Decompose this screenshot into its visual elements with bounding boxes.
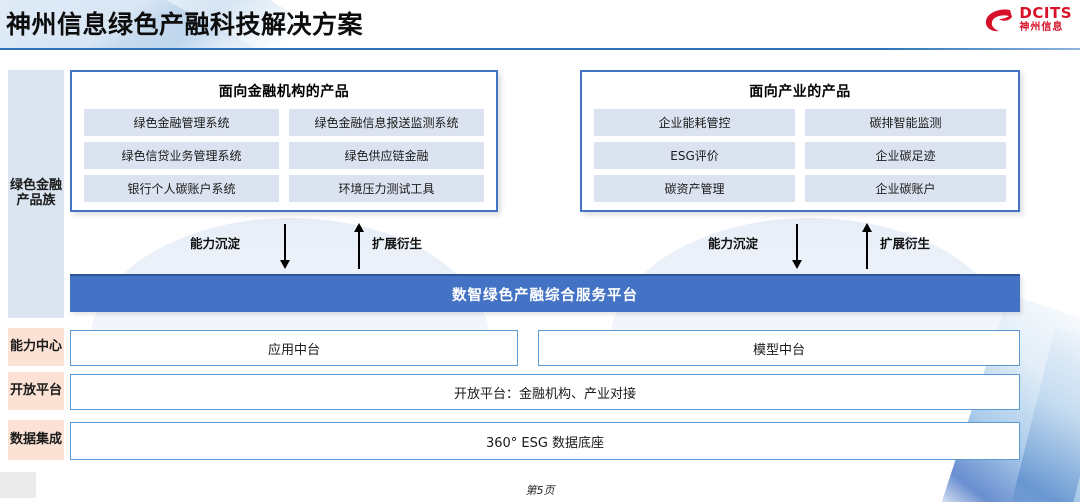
product-item[interactable]: 碳排智能监测 <box>805 109 1006 136</box>
product-item[interactable]: 环境压力测试工具 <box>289 175 484 202</box>
logo-text-en: DCITS <box>1019 4 1072 22</box>
ability-box-label: 模型中台 <box>752 342 805 358</box>
flow-label-capability-precipitation: 能力沉淀 <box>190 236 241 251</box>
arrow-head-down <box>280 260 290 269</box>
page-number: 第5页 <box>525 484 555 497</box>
flow-arrows-left: 能力沉淀 扩展衍生 <box>180 222 422 274</box>
sidebar-item-open-platform[interactable]: 开放平台 <box>8 372 64 410</box>
data-base-box[interactable]: 360° ESG 数据底座 <box>70 422 1020 460</box>
arrow-head-up <box>862 223 872 232</box>
panel-item-grid: 绿色金融管理系统 绿色金融信息报送监测系统 绿色信贷业务管理系统 绿色供应链金融… <box>72 101 496 202</box>
sidebar-item-label: 数据集成 <box>9 431 62 447</box>
flow-label-capability-precipitation: 能力沉淀 <box>708 236 759 251</box>
flow-arrows-right: 能力沉淀 扩展衍生 <box>700 222 930 274</box>
data-base-label: 360° ESG 数据底座 <box>485 435 605 451</box>
sidebar-item-label: 绿色金融产品族 <box>9 178 62 208</box>
sidebar-item-label: 开放平台 <box>9 382 62 398</box>
product-item[interactable]: 企业能耗管控 <box>594 109 795 136</box>
header-divider <box>0 48 1080 50</box>
arrow-shaft-down <box>796 224 798 262</box>
panel-financial-products: 面向金融机构的产品 绿色金融管理系统 绿色金融信息报送监测系统 绿色信贷业务管理… <box>70 70 498 212</box>
flow-label-expansion-derivation: 扩展衍生 <box>880 236 931 251</box>
sidebar-item-ability-center[interactable]: 能力中心 <box>8 328 64 366</box>
product-item[interactable]: 企业碳账户 <box>805 175 1006 202</box>
panel-item-grid: 企业能耗管控 碳排智能监测 ESG评价 企业碳足迹 碳资产管理 企业碳账户 <box>582 101 1018 202</box>
product-item[interactable]: 碳资产管理 <box>594 175 795 202</box>
page-title: 神州信息绿色产融科技解决方案 <box>6 10 364 39</box>
dcits-swirl-icon <box>986 9 1013 31</box>
slide-header: 神州信息绿色产融科技解决方案 DCITS 神州信息 <box>0 0 1080 50</box>
product-item[interactable]: 绿色金融管理系统 <box>84 109 279 136</box>
ability-box-label: 应用中台 <box>267 342 320 358</box>
product-item[interactable]: ESG评价 <box>594 142 795 169</box>
product-item[interactable]: 绿色金融信息报送监测系统 <box>289 109 484 136</box>
logo-text-block: DCITS 神州信息 <box>1019 6 1072 33</box>
open-platform-box[interactable]: 开放平台：金融机构、产业对接 <box>70 374 1020 410</box>
platform-service-label: 数智绿色产融综合服务平台 <box>452 287 638 304</box>
ability-box-application-midplatform[interactable]: 应用中台 <box>70 330 518 366</box>
product-item[interactable]: 绿色信贷业务管理系统 <box>84 142 279 169</box>
panel-title: 面向金融机构的产品 <box>218 84 350 100</box>
logo-text-cn: 神州信息 <box>1019 22 1064 33</box>
sidebar-item-label: 能力中心 <box>9 338 62 354</box>
arrow-shaft-up <box>866 231 868 269</box>
company-logo: DCITS 神州信息 <box>984 6 1072 33</box>
platform-service-bar[interactable]: 数智绿色产融综合服务平台 <box>70 274 1020 312</box>
decorative-corner-box <box>0 472 36 498</box>
panel-industry-products: 面向产业的产品 企业能耗管控 碳排智能监测 ESG评价 企业碳足迹 碳资产管理 … <box>580 70 1020 212</box>
arrow-head-up <box>354 223 364 232</box>
ability-box-model-midplatform[interactable]: 模型中台 <box>538 330 1020 366</box>
product-item[interactable]: 绿色供应链金融 <box>289 142 484 169</box>
panel-title: 面向产业的产品 <box>749 84 851 100</box>
flow-label-expansion-derivation: 扩展衍生 <box>372 236 423 251</box>
sidebar-item-data-integration[interactable]: 数据集成 <box>8 420 64 460</box>
sidebar-item-green-finance-products[interactable]: 绿色金融产品族 <box>8 70 64 318</box>
product-item[interactable]: 银行个人碳账户系统 <box>84 175 279 202</box>
product-item[interactable]: 企业碳足迹 <box>805 142 1006 169</box>
arrow-head-down <box>792 260 802 269</box>
arrow-shaft-down <box>284 224 286 262</box>
arrow-shaft-up <box>358 231 360 269</box>
open-platform-label: 开放平台：金融机构、产业对接 <box>453 386 636 402</box>
